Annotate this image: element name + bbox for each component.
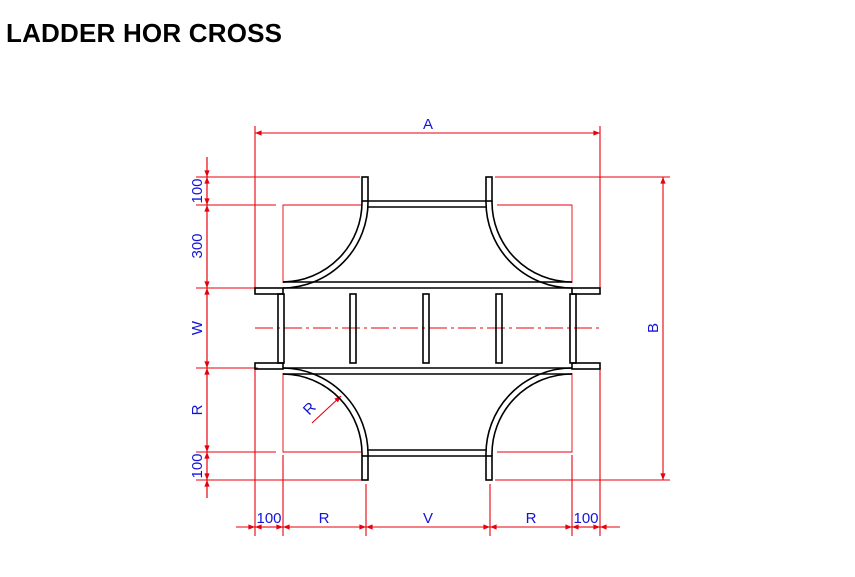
dim-label-bottom-100-right: 100 (573, 510, 598, 527)
dim-label-b: B (645, 323, 662, 333)
dimension-lines (196, 126, 670, 536)
ladder-outline (254, 176, 601, 481)
dim-label-left-100-top: 100 (189, 178, 206, 203)
dim-label-bottom-r-left: R (319, 510, 330, 527)
dim-label-bottom-100-left: 100 (256, 510, 281, 527)
drawing-title: LADDER HOR CROSS (6, 18, 283, 48)
dim-label-bottom-v: V (423, 510, 433, 527)
dim-label-radius: R (300, 399, 320, 419)
dim-label-bottom-r-right: R (526, 510, 537, 527)
dim-label-left-w: W (189, 320, 206, 335)
dim-label-left-300: 300 (189, 233, 206, 258)
dim-label-a: A (423, 116, 433, 133)
dim-label-left-100-bottom: 100 (189, 453, 206, 478)
dim-label-left-r: R (189, 404, 206, 415)
